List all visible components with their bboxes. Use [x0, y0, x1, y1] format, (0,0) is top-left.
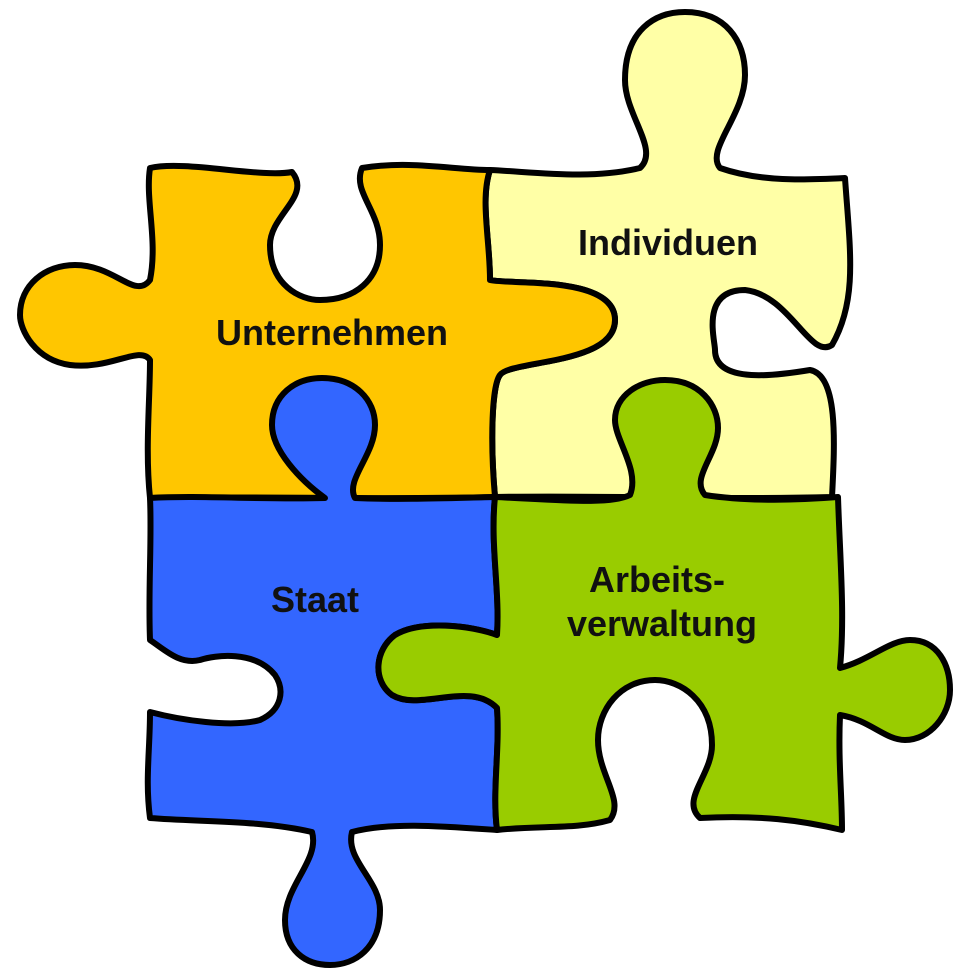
piece-unternehmen: Unternehmen [17, 161, 618, 502]
piece-unternehmen-label: Unternehmen [216, 312, 448, 353]
piece-unternehmen-shape [17, 161, 618, 502]
piece-individuen-label: Individuen [578, 222, 758, 263]
piece-arbeitsverwaltung: Arbeits- verwaltung [375, 377, 953, 833]
piece-arbeitsverwaltung-label: Arbeits- verwaltung [567, 559, 757, 644]
piece-staat-label-line: Staat [271, 579, 359, 620]
piece-unternehmen-label-line: Unternehmen [216, 312, 448, 353]
piece-staat-label: Staat [271, 579, 359, 620]
piece-arbeitsverwaltung-label-line-2: verwaltung [567, 603, 757, 644]
piece-staat-shape [144, 375, 501, 968]
piece-individuen-label-line: Individuen [578, 222, 758, 263]
piece-arbeitsverwaltung-label-line-1: Arbeits- [589, 559, 725, 600]
piece-staat: Staat [144, 375, 501, 968]
piece-arbeitsverwaltung-shape [375, 377, 953, 833]
